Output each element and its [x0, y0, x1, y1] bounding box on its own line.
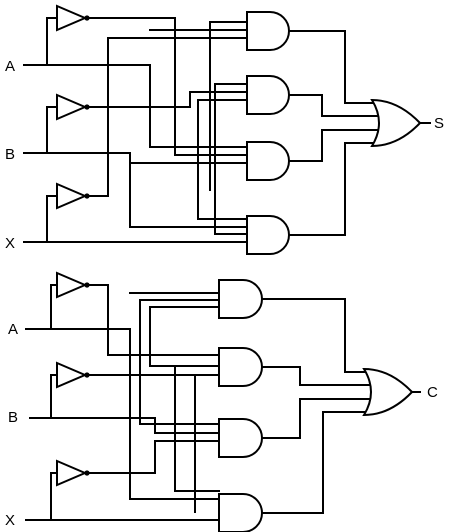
sum-inverted-wires — [86, 17, 248, 197]
sum-and-gate-4 — [246, 215, 290, 255]
sum-and-gate-3 — [246, 141, 290, 181]
sum-output-label: S — [434, 115, 444, 132]
carry-and-gate-1 — [218, 279, 263, 319]
carry-and-gate-4 — [218, 493, 263, 532]
carry-inverter-feeds — [50, 284, 58, 521]
carry-and-gate-2 — [218, 347, 263, 387]
sum-and-outputs — [288, 30, 384, 236]
sum-inverter-x — [56, 182, 90, 210]
carry-input-x-label: X — [5, 512, 15, 529]
carry-cross-wires — [129, 292, 220, 513]
sum-inverter-b — [56, 93, 90, 121]
sum-cross-wires — [129, 21, 248, 235]
sum-circuit: A B X S — [5, 4, 444, 255]
carry-inverter-a — [56, 271, 90, 299]
carry-and-outputs — [261, 298, 373, 514]
sum-or-gate — [370, 98, 422, 148]
carry-input-b-label: B — [8, 409, 18, 426]
sum-and-gate-2 — [246, 75, 290, 115]
carry-output-label: C — [427, 384, 438, 401]
carry-inverter-x — [56, 459, 90, 487]
carry-input-wires — [25, 328, 220, 521]
sum-inverter-feeds — [46, 17, 58, 243]
sum-and-gate-1 — [246, 11, 290, 51]
carry-input-a-label: A — [8, 321, 18, 338]
carry-inverter-b — [56, 361, 90, 389]
sum-inverter-a — [56, 4, 90, 32]
carry-or-gate — [362, 367, 414, 417]
carry-circuit: A B X C — [5, 271, 438, 532]
sum-input-a-label: A — [5, 58, 15, 75]
sum-input-x-label: X — [5, 235, 15, 252]
carry-inverted-wires — [86, 284, 220, 474]
carry-and-gate-3 — [218, 418, 263, 458]
sum-input-b-label: B — [5, 146, 15, 163]
